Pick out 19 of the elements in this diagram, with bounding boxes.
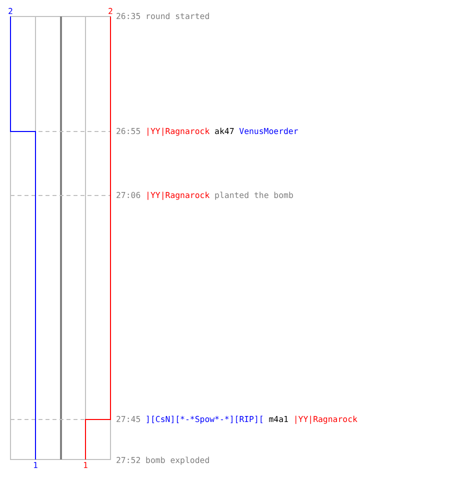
weapon-name: m4a1 <box>268 414 288 424</box>
player-name: VenusMoerder <box>239 126 298 136</box>
event-time: 27:52 <box>116 456 141 464</box>
player-name: |YY|Ragnarock <box>146 126 210 136</box>
player-name: ][CsN][*-*Spow*-*][RIP][ <box>146 414 264 424</box>
player-count: 1 <box>33 460 38 470</box>
player-count: 2 <box>8 7 13 16</box>
event-time: 26:55 <box>116 126 141 136</box>
player-count: 1 <box>83 460 88 470</box>
event-time: 27:45 <box>116 414 141 424</box>
event-text: planted the bomb <box>214 190 294 200</box>
player-name: |YY|Ragnarock <box>146 190 210 200</box>
player-count: 2 <box>108 7 113 16</box>
event-time: 26:35 <box>116 12 141 20</box>
event-text: bomb exploded <box>146 456 210 464</box>
event-text: round started <box>146 12 210 20</box>
weapon-name: ak47 <box>214 126 234 136</box>
player-name: |YY|Ragnarock <box>293 414 358 424</box>
event-time: 27:06 <box>116 190 141 200</box>
